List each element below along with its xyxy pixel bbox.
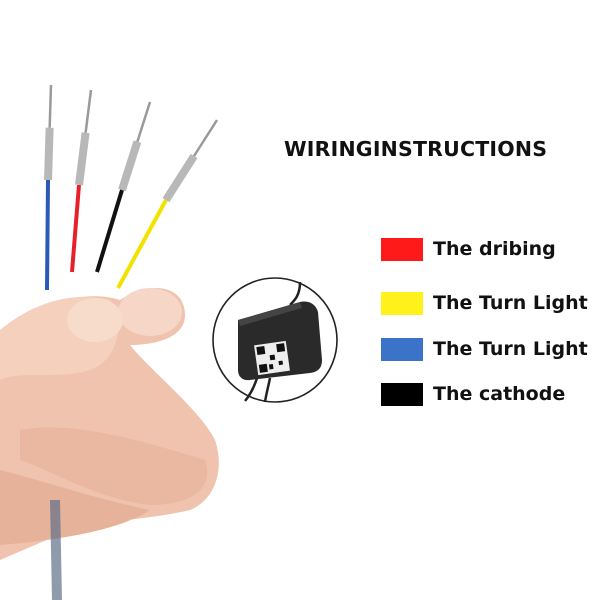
black-wire <box>95 189 124 273</box>
terminal-pin <box>84 89 93 133</box>
controller-inset <box>212 277 338 403</box>
red-wire <box>70 184 81 273</box>
terminal-pin <box>192 119 219 157</box>
page-title: WIRINGINSTRUCTIONS <box>284 137 548 161</box>
legend-label: The dribing <box>433 238 556 260</box>
legend-item-cathode: The cathode <box>381 382 565 406</box>
metal-terminal <box>118 140 142 192</box>
metal-terminal <box>44 127 54 181</box>
legend-label: The Turn Light <box>433 292 588 314</box>
black-swatch <box>381 382 423 406</box>
hand <box>0 288 219 600</box>
terminal-pin <box>48 84 53 128</box>
metal-terminal <box>162 153 198 203</box>
legend-item-turn-light-blue: The Turn Light <box>381 337 588 361</box>
metal-terminal <box>75 132 90 186</box>
blue-swatch <box>381 337 423 361</box>
yellow-swatch <box>381 291 423 315</box>
red-swatch <box>381 237 423 261</box>
legend-label: The cathode <box>433 383 566 405</box>
legend-label: The Turn Light <box>433 338 588 360</box>
legend-item-turn-light-yellow: The Turn Light <box>381 291 588 315</box>
yellow-wire <box>116 199 168 289</box>
legend-item-driving: The dribing <box>381 237 556 261</box>
blue-wire <box>45 179 50 291</box>
terminal-pin <box>136 101 152 142</box>
wires <box>44 84 219 291</box>
